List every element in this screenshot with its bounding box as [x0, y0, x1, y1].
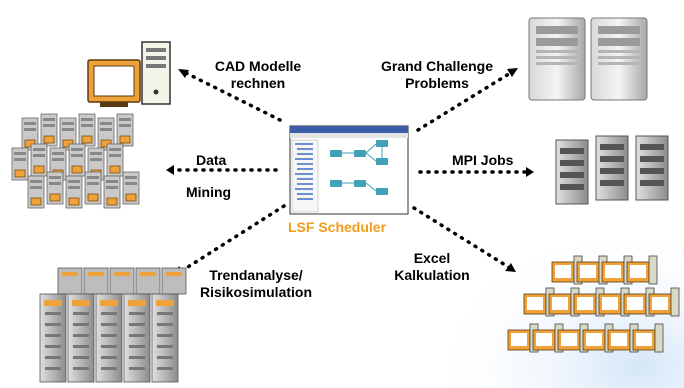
label-excel-line2: Kalkulation: [394, 267, 470, 283]
farm-server-top: [83, 267, 109, 295]
label-grand-challenge: Grand Challenge Problems: [362, 58, 512, 92]
farm-server-top: [135, 267, 161, 295]
farm-server-top: [109, 267, 135, 295]
pool-tower: [648, 255, 658, 285]
label-trend-line1: Trendanalyse/: [209, 267, 303, 283]
pool-tower: [654, 323, 664, 353]
connector-lines: [170, 70, 530, 274]
farm-server-top: [161, 267, 187, 295]
label-grand-line2: Problems: [405, 75, 469, 91]
label-lsf-scheduler: LSF Scheduler: [288, 219, 387, 235]
connector-grand: [416, 70, 514, 132]
arrow-cad: [178, 69, 189, 78]
server-farm-icon: [39, 267, 187, 383]
label-trendanalyse: Trendanalyse/ Risikosimulation: [186, 267, 326, 301]
label-mining: Mining: [186, 184, 232, 200]
pc-pool-icon: [507, 255, 680, 353]
tower-server-pair-icon: [528, 17, 648, 101]
label-cad-line2: rechnen: [230, 75, 286, 91]
label-mpi-jobs: MPI Jobs: [452, 152, 514, 168]
arrow-excel: [505, 263, 516, 272]
label-excel-line1: Excel: [413, 250, 451, 266]
label-cad-modelle: CAD Modelle rechnen: [198, 58, 318, 92]
farm-server-top: [57, 267, 83, 295]
server-cluster-icon: [11, 113, 140, 209]
connector-cad: [182, 70, 282, 122]
rack-server-row-icon: [555, 135, 669, 205]
arrow-grand: [507, 68, 518, 77]
arrow-mpi: [526, 167, 534, 177]
label-excel-kalkulation: Excel Kalkulation: [380, 250, 484, 284]
label-data: Data: [196, 152, 227, 168]
scheduler-window-icon: [289, 125, 409, 215]
connector-excel: [412, 206, 512, 270]
desktop-pc-icon: [87, 41, 171, 107]
arrow-data: [166, 165, 174, 175]
label-grand-line1: Grand Challenge: [380, 58, 494, 74]
connector-trend: [178, 204, 286, 274]
pool-tower: [670, 287, 680, 317]
label-cad-line1: CAD Modelle: [214, 58, 302, 74]
label-trend-line2: Risikosimulation: [199, 284, 313, 300]
background-glow: [380, 180, 684, 388]
